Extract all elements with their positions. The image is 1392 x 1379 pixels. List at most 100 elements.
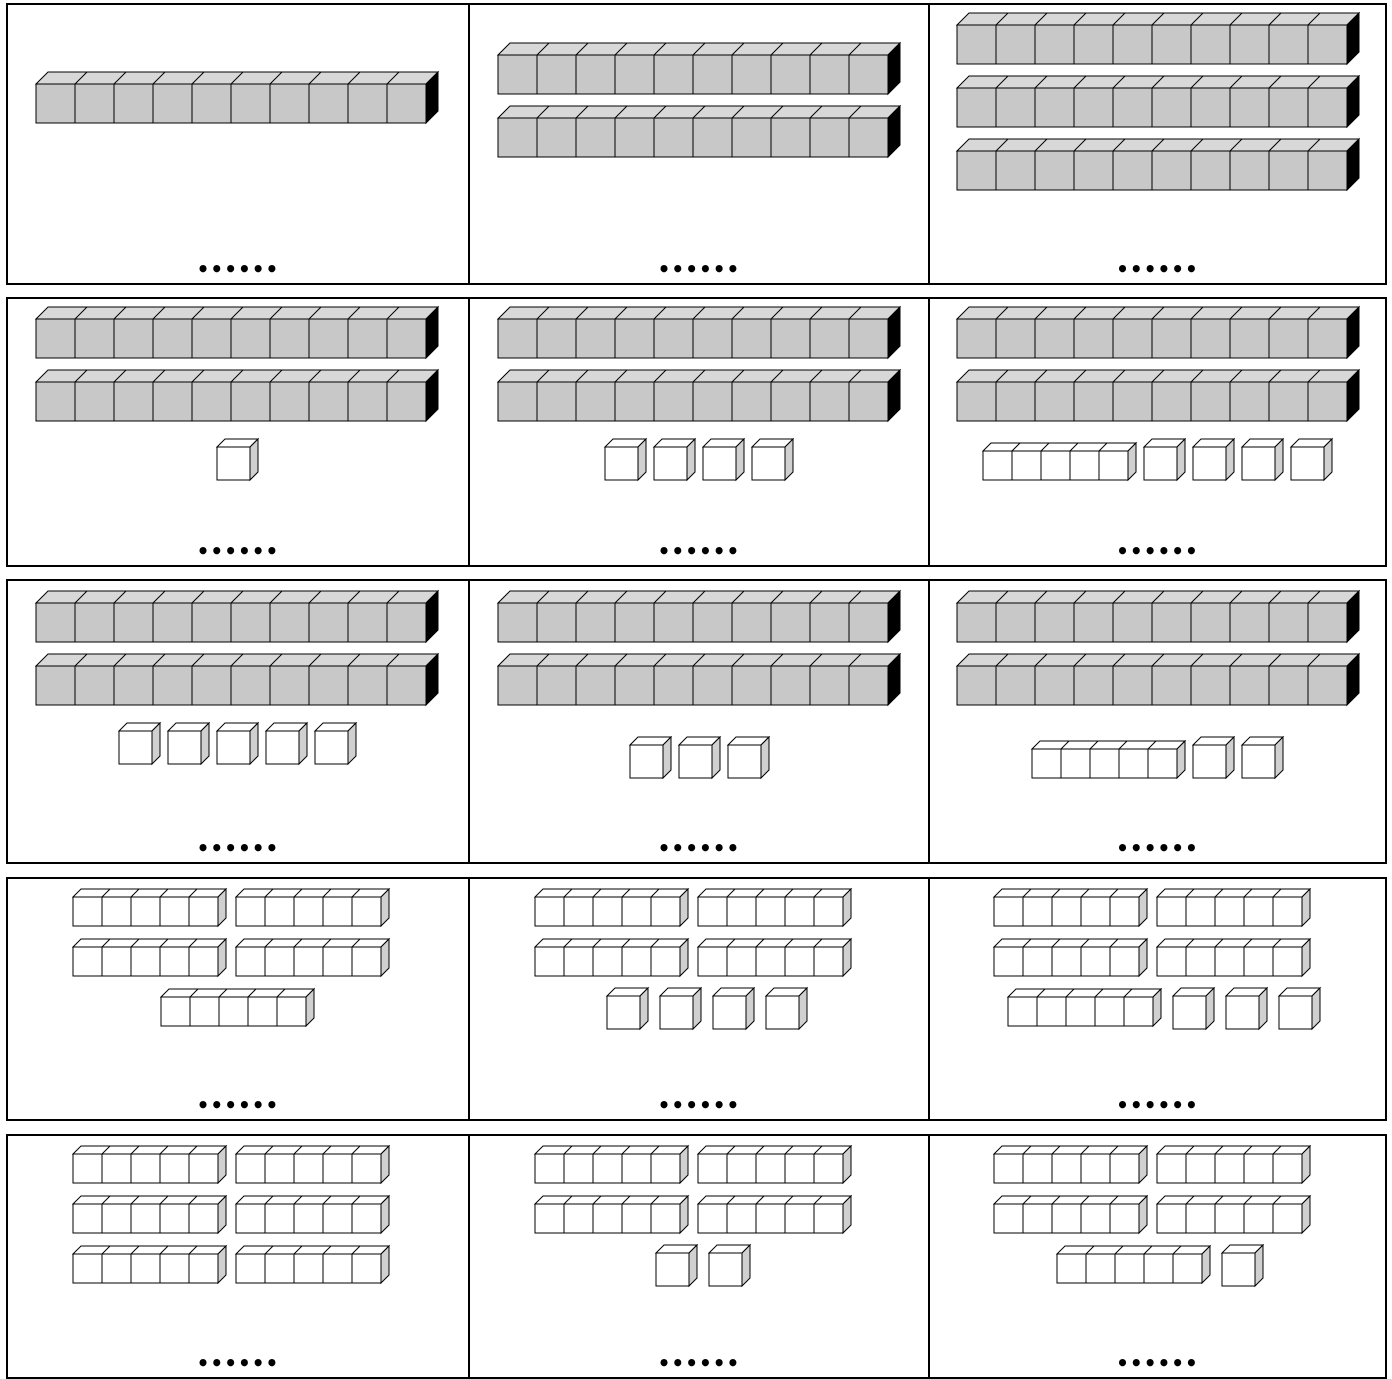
five-strip [236, 1196, 389, 1233]
unit-cube [217, 439, 258, 480]
blocks-figure [930, 581, 1385, 862]
unit-cube [607, 988, 648, 1029]
five-strip [73, 1146, 226, 1183]
unit-cube [605, 439, 646, 480]
five-strip [698, 889, 851, 926]
five-strip [73, 939, 226, 976]
blocks-figure [930, 299, 1385, 565]
unit-cube [654, 439, 695, 480]
ten-rod [498, 370, 900, 421]
unit-cube [630, 737, 671, 778]
unit-cube [266, 723, 307, 764]
five-strip [73, 1196, 226, 1233]
unit-cube [709, 1245, 750, 1286]
blocks-figure [8, 299, 466, 565]
problem-cell: •••••• [928, 5, 1385, 283]
blocks-figure [8, 879, 466, 1119]
blocks-figure [930, 879, 1385, 1119]
unit-cube [1222, 1245, 1263, 1286]
ten-rod [957, 370, 1359, 421]
answer-blank[interactable]: •••••• [930, 259, 1385, 279]
blocks-figure [470, 1136, 928, 1377]
ten-rod [957, 307, 1359, 358]
unit-cube [728, 737, 769, 778]
five-strip [236, 889, 389, 926]
five-strip [698, 1196, 851, 1233]
ten-rod [36, 72, 438, 123]
answer-blank[interactable]: •••••• [470, 1095, 928, 1115]
problem-cell: •••••• [468, 1136, 928, 1377]
five-strip [698, 1146, 851, 1183]
problem-cell: •••••• [928, 581, 1385, 862]
five-strip [1157, 889, 1310, 926]
problem-cell: •••••• [8, 1136, 468, 1377]
problem-cell: •••••• [928, 1136, 1385, 1377]
unit-cube [703, 439, 744, 480]
answer-blank[interactable]: •••••• [930, 838, 1385, 858]
ten-rod [957, 654, 1359, 705]
five-strip [994, 889, 1147, 926]
problem-cell: •••••• [8, 879, 468, 1119]
unit-cube [1279, 988, 1320, 1029]
unit-cube [1193, 737, 1234, 778]
unit-cube [119, 723, 160, 764]
blocks-figure [470, 299, 928, 565]
problem-cell: •••••• [468, 5, 928, 283]
answer-blank[interactable]: •••••• [8, 1095, 468, 1115]
answer-blank[interactable]: •••••• [8, 541, 468, 561]
unit-cube [1193, 439, 1234, 480]
unit-cube [660, 988, 701, 1029]
answer-blank[interactable]: •••••• [470, 838, 928, 858]
five-strip [236, 1246, 389, 1283]
unit-cube [217, 723, 258, 764]
unit-cube [1242, 439, 1283, 480]
problem-cell: •••••• [468, 581, 928, 862]
worksheet-row: •••••••••••••••••• [6, 3, 1387, 285]
ten-rod [957, 139, 1359, 190]
five-strip [236, 1146, 389, 1183]
ten-rod [498, 307, 900, 358]
five-strip [73, 889, 226, 926]
worksheet-row: •••••••••••••••••• [6, 297, 1387, 567]
answer-blank[interactable]: •••••• [8, 838, 468, 858]
worksheet-row: •••••••••••••••••• [6, 579, 1387, 864]
unit-cube [713, 988, 754, 1029]
problem-cell: •••••• [928, 299, 1385, 565]
answer-blank[interactable]: •••••• [8, 259, 468, 279]
answer-blank[interactable]: •••••• [8, 1353, 468, 1373]
five-strip [1032, 741, 1185, 778]
unit-cube [766, 988, 807, 1029]
problem-cell: •••••• [8, 581, 468, 862]
blocks-figure [8, 5, 466, 283]
ten-rod [498, 654, 900, 705]
unit-cube [679, 737, 720, 778]
five-strip [535, 889, 688, 926]
ten-rod [36, 591, 438, 642]
five-strip [161, 989, 314, 1026]
answer-blank[interactable]: •••••• [930, 541, 1385, 561]
five-strip [535, 1196, 688, 1233]
blocks-figure [470, 5, 928, 283]
answer-blank[interactable]: •••••• [930, 1353, 1385, 1373]
unit-cube [1226, 988, 1267, 1029]
five-strip [1057, 1246, 1210, 1283]
five-strip [1157, 1196, 1310, 1233]
blocks-figure [930, 1136, 1385, 1377]
five-strip [73, 1246, 226, 1283]
answer-blank[interactable]: •••••• [470, 259, 928, 279]
unit-cube [752, 439, 793, 480]
answer-blank[interactable]: •••••• [470, 1353, 928, 1373]
blocks-figure [8, 1136, 466, 1377]
five-strip [983, 443, 1136, 480]
ten-rod [498, 43, 900, 94]
blocks-figure [8, 581, 466, 862]
unit-cube [1144, 439, 1185, 480]
ten-rod [957, 13, 1359, 64]
answer-blank[interactable]: •••••• [930, 1095, 1385, 1115]
answer-blank[interactable]: •••••• [470, 541, 928, 561]
unit-cube [1242, 737, 1283, 778]
problem-cell: •••••• [928, 879, 1385, 1119]
problem-cell: •••••• [8, 299, 468, 565]
ten-rod [957, 76, 1359, 127]
blocks-figure [470, 581, 928, 862]
